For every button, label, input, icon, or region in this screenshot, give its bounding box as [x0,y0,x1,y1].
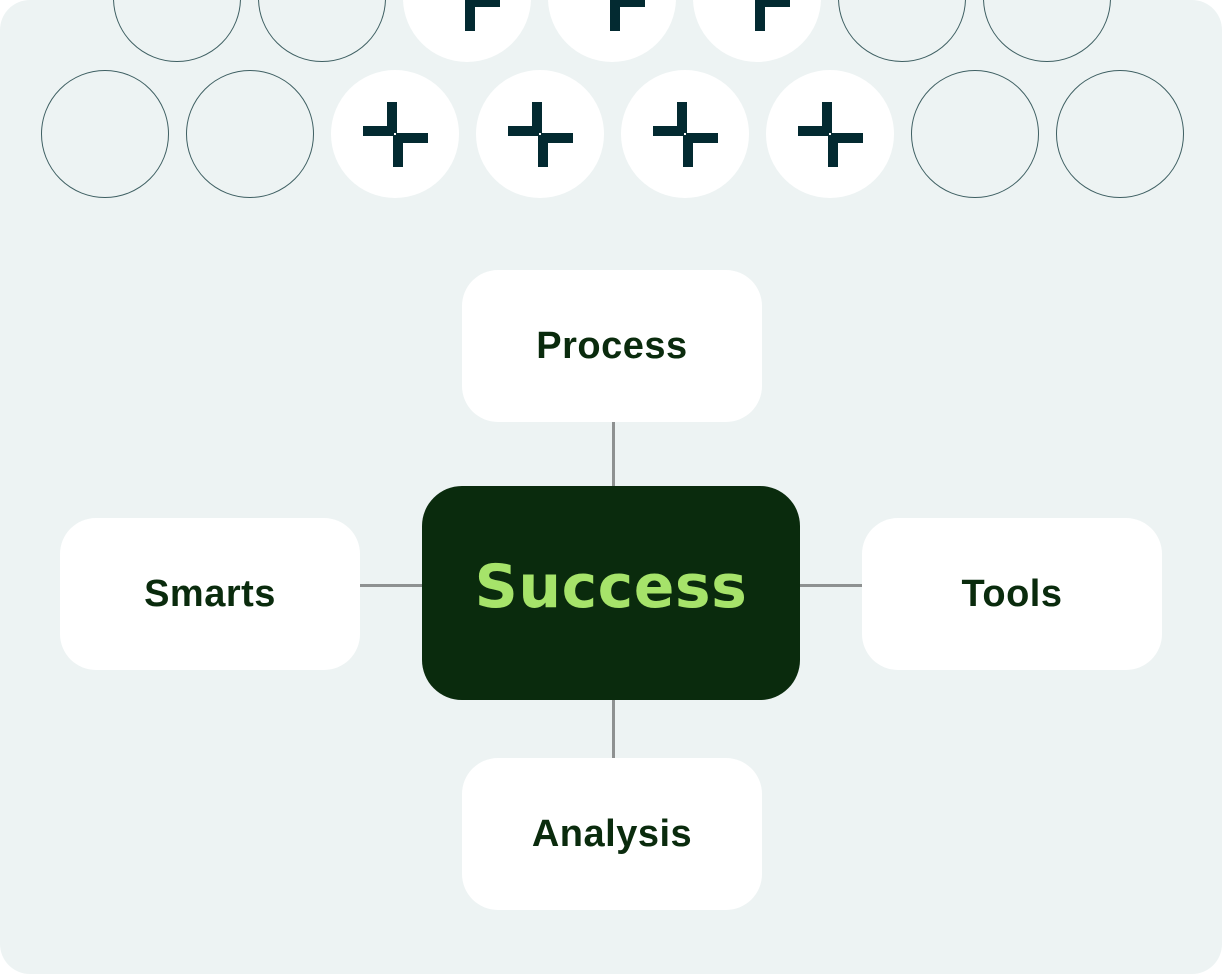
plus-circle [766,70,894,198]
connector-right [800,584,862,587]
node-tools-label: Tools [961,572,1063,615]
plus-circle [548,0,676,62]
node-analysis: Analysis [462,758,762,910]
plus-circle [621,70,749,198]
node-tools: Tools [862,518,1162,670]
connector-left [360,584,422,587]
connector-top [612,422,615,486]
node-process-label: Process [536,324,688,367]
plus-circle [403,0,531,62]
outline-circle [41,70,169,198]
plus-circle [331,70,459,198]
node-smarts-label: Smarts [144,572,276,615]
outline-circle [1056,70,1184,198]
outline-circle [113,0,241,62]
outline-circle [911,70,1039,198]
outline-circle [186,70,314,198]
plus-circle [476,70,604,198]
node-process: Process [462,270,762,422]
outline-circle [258,0,386,62]
connector-bottom [612,700,615,758]
outline-circle [838,0,966,62]
outline-circle [983,0,1111,62]
node-success-label: Success [474,552,748,622]
node-analysis-label: Analysis [531,812,693,855]
node-success: Success [422,486,800,700]
node-smarts: Smarts [60,518,360,670]
plus-circle [693,0,821,62]
